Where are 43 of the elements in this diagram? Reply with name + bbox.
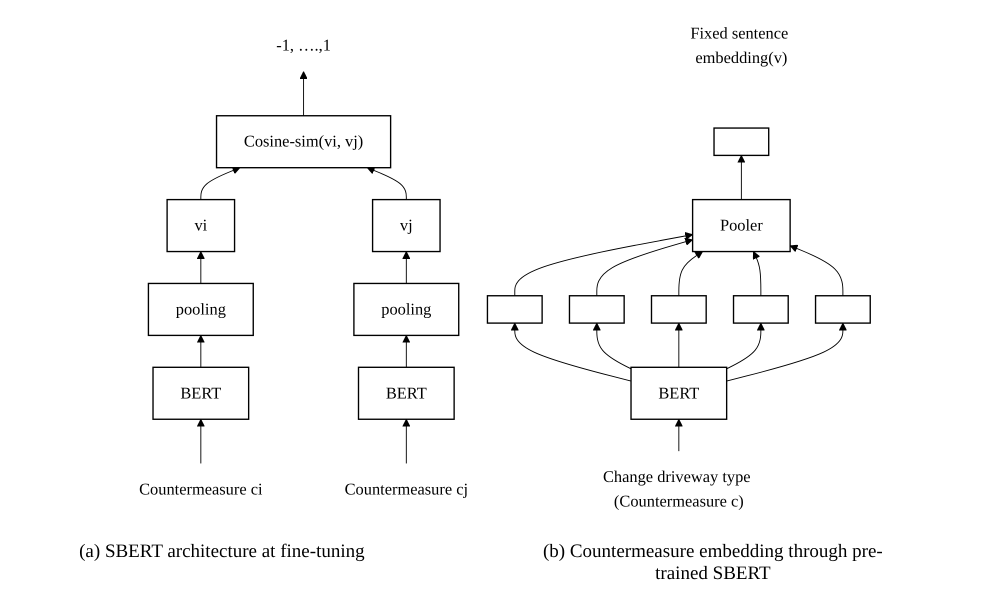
- arrow: [366, 166, 407, 200]
- arrow: [402, 335, 410, 368]
- arrow: [674, 322, 683, 368]
- node-label: Fixed sentence embedding(v): [690, 24, 788, 67]
- arrow: [726, 322, 765, 370]
- node-box: [732, 295, 789, 324]
- arrow: [196, 335, 205, 368]
- node-box: vj: [372, 198, 441, 252]
- node-box: BERT: [358, 366, 455, 420]
- node-box: BERT: [152, 366, 250, 420]
- node-text: Countermeasure cj: [344, 480, 468, 498]
- arrow: [674, 418, 683, 452]
- arrow: [402, 251, 410, 284]
- arrow: [678, 251, 703, 296]
- node-text: Countermeasure ci: [139, 480, 263, 498]
- node-box: [486, 295, 543, 324]
- arrow: [592, 322, 632, 370]
- arrow: [196, 251, 205, 284]
- node-box: [814, 295, 871, 324]
- arrow: [737, 155, 746, 200]
- arrow: [300, 71, 308, 116]
- node-box: BERT: [630, 366, 728, 420]
- node-box: [568, 295, 625, 324]
- figure-caption: (b) Countermeasure embedding through pre-trained SBERT: [542, 541, 884, 585]
- node-box: Cosine-sim(vi, vj): [216, 115, 392, 168]
- arrow: [510, 322, 632, 382]
- node-box: Pooler: [692, 198, 791, 252]
- arrow: [726, 322, 847, 382]
- node-box: vi: [166, 198, 236, 252]
- node-text: -1, ….,1: [276, 36, 331, 54]
- node-text: Change driveway type (Countermeasure c): [602, 468, 751, 510]
- arrow: [514, 232, 693, 296]
- arrow: [402, 418, 410, 464]
- node-box: pooling: [148, 282, 254, 336]
- arrow: [196, 418, 205, 464]
- node-box: pooling: [353, 282, 460, 336]
- arrow: [596, 238, 693, 296]
- arrow: [200, 166, 240, 200]
- arrow: [790, 244, 844, 296]
- node-box: [650, 295, 707, 324]
- node-box: [713, 127, 770, 156]
- arrow: [752, 251, 762, 296]
- figure-caption: (a) SBERT architecture at fine-tuning: [79, 541, 365, 564]
